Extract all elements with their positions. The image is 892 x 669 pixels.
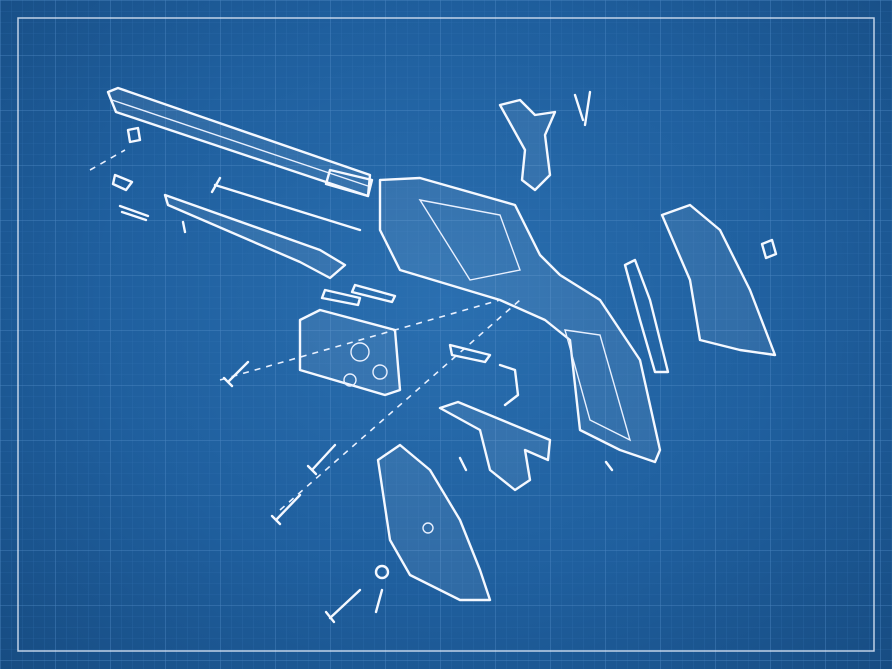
grip-left xyxy=(376,443,492,602)
hammer xyxy=(498,98,557,192)
small-pin xyxy=(458,456,614,472)
grip-screw-hole xyxy=(422,522,434,534)
wedge-part xyxy=(111,173,134,192)
grip-escutcheon xyxy=(760,238,778,260)
frame xyxy=(378,176,662,464)
pin-dashline xyxy=(279,299,521,511)
screw-3 xyxy=(270,493,302,526)
cylinder xyxy=(298,308,402,397)
trigger-guard xyxy=(438,400,552,492)
front-sight xyxy=(126,126,142,144)
screw-1 xyxy=(222,360,250,388)
spring xyxy=(118,204,150,222)
screw-4 xyxy=(324,588,362,624)
cylinder-dashline xyxy=(219,299,501,381)
trigger xyxy=(448,343,520,407)
pin-small xyxy=(181,220,187,234)
frame-border xyxy=(17,17,875,652)
recoil-shield xyxy=(320,288,362,307)
barrel xyxy=(106,86,374,198)
grip-washer xyxy=(374,564,390,580)
hand-spring xyxy=(573,90,592,127)
loading-rod xyxy=(210,176,362,232)
bolt xyxy=(350,283,397,304)
grip-right xyxy=(660,203,777,357)
loading-lever xyxy=(163,193,347,280)
arrow-washer xyxy=(374,588,384,614)
backstrap xyxy=(623,258,670,374)
screw-2 xyxy=(306,443,337,476)
